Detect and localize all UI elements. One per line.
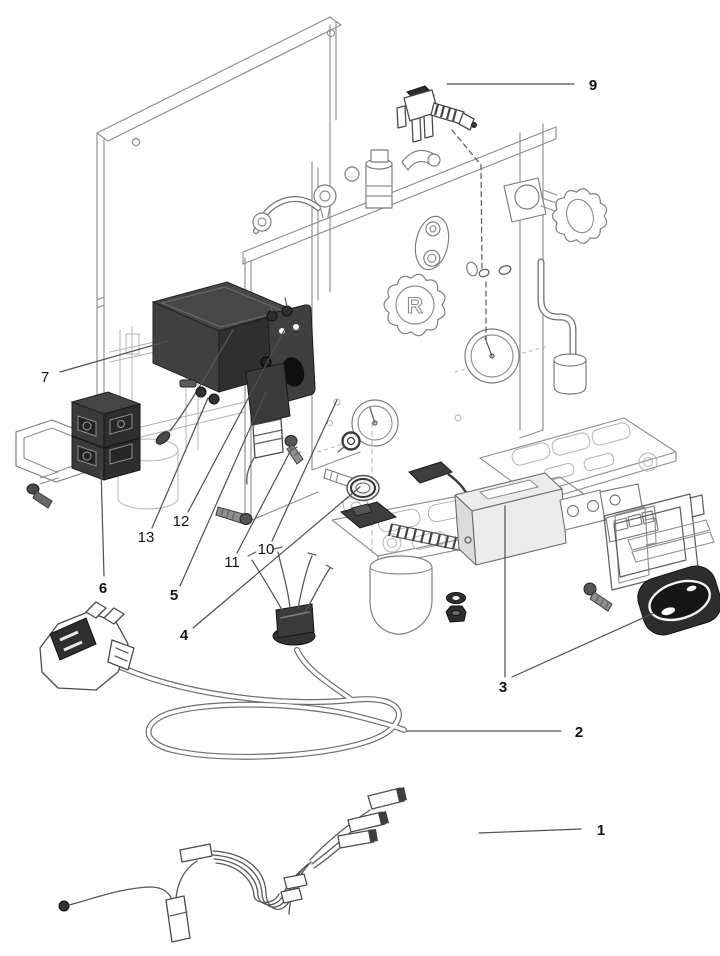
leader-line-5 — [179, 391, 267, 587]
washer — [446, 592, 466, 604]
nut — [445, 605, 467, 623]
callout-label-4: 4 — [180, 627, 189, 644]
callout-label-10: 10 — [258, 541, 275, 558]
leader-line-1 — [478, 828, 582, 834]
callout-label-7: 7 — [41, 369, 49, 386]
boiler-top-fittings — [252, 149, 441, 234]
housing-frame-outline — [96, 16, 342, 463]
callout-label-3: 3 — [499, 679, 507, 696]
callouts-layer: 9 7 6 13 12 5 11 10 4 3 2 1 — [41, 77, 655, 839]
steam-valve — [466, 177, 608, 277]
leader-line-13 — [151, 397, 209, 529]
part2-power-cord — [39, 546, 407, 760]
leader-line-6 — [100, 469, 105, 577]
callout-label-11: 11 — [224, 554, 240, 571]
callout-label-12: 12 — [173, 513, 190, 530]
screw-vertical — [284, 435, 304, 465]
screw-horizontal — [215, 506, 253, 525]
solenoid-valve — [245, 356, 291, 485]
leader-line-10 — [271, 399, 338, 542]
part3-control-module — [339, 461, 720, 636]
callout-label-6: 6 — [99, 580, 107, 597]
pressure-gauge-left — [351, 399, 399, 447]
callout-label-13: 13 — [138, 529, 155, 546]
steam-pipe — [537, 258, 587, 395]
part6-switch-block — [70, 391, 142, 481]
leader-line-3 — [511, 612, 655, 678]
pressure-gauge-right — [464, 328, 520, 384]
indicator-ring — [337, 431, 361, 453]
leader-line-12 — [187, 326, 287, 513]
callout-label-2: 2 — [575, 724, 583, 741]
knob-letter: R — [407, 293, 423, 318]
leader-line-11 — [236, 447, 293, 554]
plate-bolts — [266, 297, 293, 322]
leader-line-7 — [59, 340, 169, 373]
callout-label-1: 1 — [597, 822, 605, 839]
terminal-screws — [195, 386, 220, 405]
part4-indicator-lamp — [323, 468, 380, 502]
part1-wiring-harness — [58, 787, 407, 943]
part9-pressure-switch — [396, 85, 490, 341]
cable-grommet — [272, 603, 316, 646]
back-panel-details: R — [337, 177, 608, 453]
brew-knob: R — [383, 273, 446, 337]
leader-line-4 — [192, 486, 361, 629]
callout-label-9: 9 — [589, 77, 597, 94]
thermostat-capillary — [155, 329, 234, 445]
callout-label-5: 5 — [170, 587, 178, 604]
display-bezel — [637, 565, 720, 636]
power-plug — [39, 601, 135, 691]
